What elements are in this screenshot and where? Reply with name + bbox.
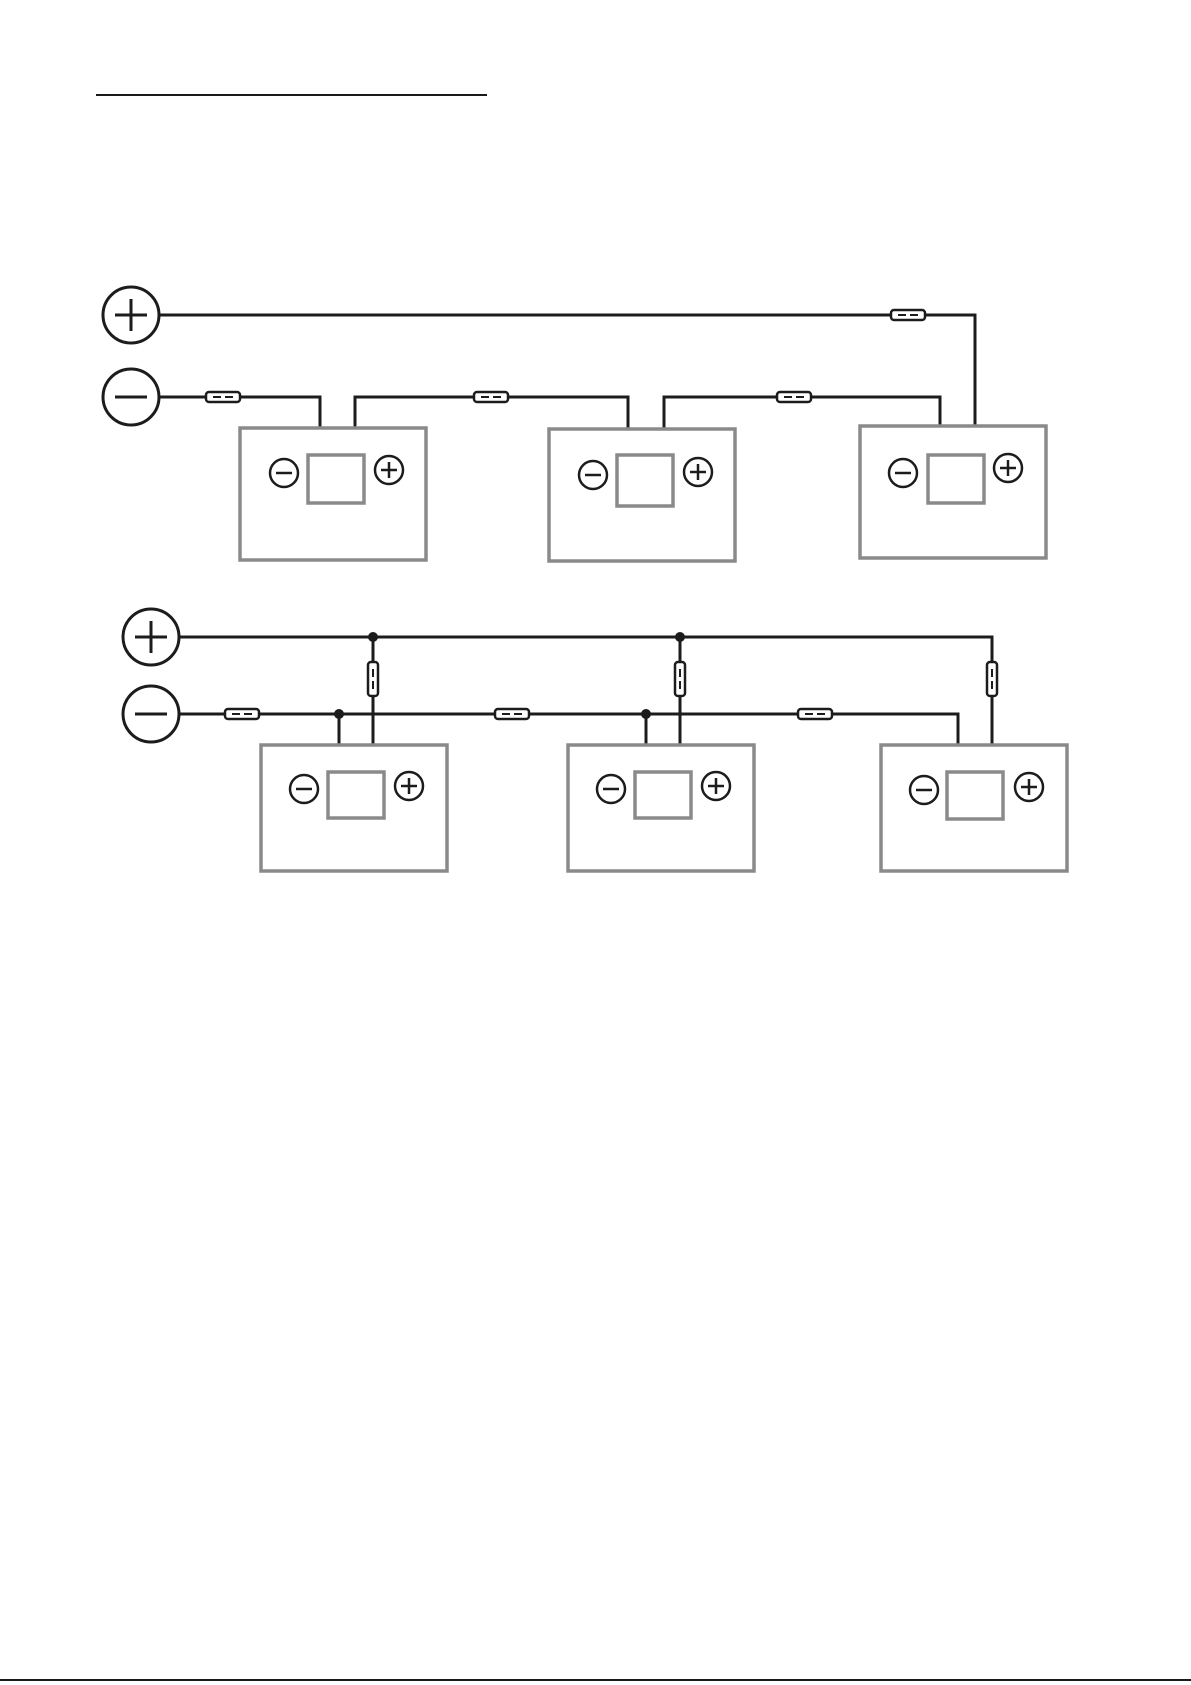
plus-in-circle-icon [123,609,179,665]
junction-node-icon [675,632,685,642]
minus-in-circle-icon [103,369,159,425]
plus-terminal-icon [702,772,730,800]
fuse-icon [368,662,378,696]
battery-icon [860,426,1046,558]
junction-node-icon [641,709,651,719]
battery-icon [240,428,426,560]
fuse-icon [891,310,925,320]
plus-terminal-icon [684,458,712,486]
junction-node-icon [334,709,344,719]
fuse-icon [987,662,997,696]
plus-terminal-icon [395,772,423,800]
fuse-icon [225,709,259,719]
fuse-icon [206,392,240,402]
minus-terminal-icon [290,775,318,803]
battery-icon [881,745,1067,871]
junction-node-icon [368,632,378,642]
minus-terminal-icon [910,776,938,804]
fuse-icon [777,392,811,402]
battery-icon [568,745,754,871]
minus-terminal-icon [889,459,917,487]
fuse-icon [675,662,685,696]
plus-terminal-icon [994,454,1022,482]
circuit-parallel-bus [123,609,1067,871]
footer-rule [0,1679,1191,1681]
minus-terminal-icon [579,461,607,489]
plus-terminal-icon [1015,773,1043,801]
minus-in-circle-icon [123,686,179,742]
plus-terminal-icon [375,456,403,484]
fuse-icon [474,392,508,402]
minus-terminal-icon [270,459,298,487]
minus-terminal-icon [597,775,625,803]
circuit-series-chain [103,287,1046,561]
battery-icon [261,745,447,871]
battery-icon [549,429,735,561]
fuse-icon [495,709,529,719]
plus-in-circle-icon [103,287,159,343]
fuse-icon [798,709,832,719]
